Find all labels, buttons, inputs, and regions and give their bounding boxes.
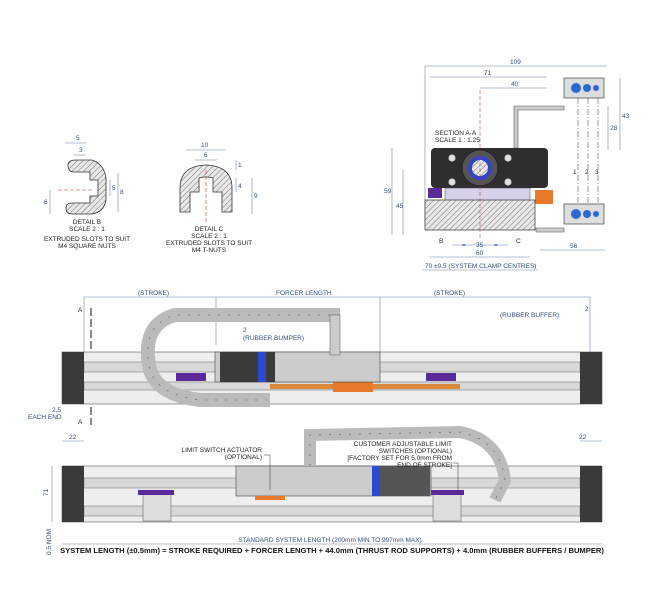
section-scale: SCALE 1 : 1.25 (435, 137, 480, 144)
detail-b-dim-5b: 5 (112, 185, 116, 192)
buffer-label: (RUBBER BUFFER) (500, 312, 559, 319)
limit-actuator-line-1: LIMIT SWITCH ACTUATOR (181, 447, 262, 454)
end-support-left-front (62, 466, 84, 522)
dim-71: 71 (484, 70, 492, 77)
limit-switch-line-4: END OF STROKE] (397, 462, 452, 469)
end-support-left (62, 352, 84, 404)
limit-switch-orange (535, 190, 553, 204)
limit-switch-line-2: SWITCHES (OPTIONAL) (379, 448, 452, 455)
end-value: 2.5 (52, 407, 61, 414)
limit-switch-line-3: [FACTORY SET FOR 5.0mm FROM (347, 455, 452, 462)
section-marker-top: A (78, 307, 83, 314)
detail-c-dim-10: 10 (201, 142, 209, 149)
detail-b-dim-3: 3 (79, 147, 83, 154)
system-length-formula: SYSTEM LENGTH (±0.5mm) = STROKE REQUIRED… (60, 546, 604, 555)
section-marker-bottom: A (78, 419, 83, 426)
dim-60: 60 (476, 250, 484, 257)
detail-c-dim-4: 4 (238, 183, 242, 190)
end-support-right (580, 352, 602, 404)
detail-b-scale: SCALE 2 : 1 (69, 226, 105, 233)
end-support-right-front (580, 466, 602, 522)
dim-28: 28 (610, 125, 618, 132)
dim-109: 109 (510, 59, 521, 66)
detail-b-dim-6: 6 (44, 199, 48, 206)
eq-right: = (494, 242, 498, 249)
detail-b-dim-5: 5 (76, 135, 80, 142)
cable-chain-top-view (140, 308, 340, 407)
detail-b-title: DETAIL B (73, 219, 101, 226)
bumper-label: (RUBBER BUMPER) (243, 335, 304, 342)
buffer-value: 2 (585, 306, 589, 313)
section-a-a: 109 71 40 43 28 59 45 SECTION A-A SCALE … (384, 59, 630, 271)
dim-35: 35 (476, 242, 484, 249)
limit-actuator-line-2: (OPTIONAL) (225, 454, 262, 461)
cable-1: 1 (573, 169, 577, 176)
detail-b-dim-8: 8 (120, 189, 124, 196)
end-label: EACH END (28, 414, 62, 421)
detail-b-note-1: EXTRUDED SLOTS TO SUIT (44, 236, 130, 243)
detail-c-profile (179, 164, 233, 213)
detail-c-scale: SCALE 2 : 1 (191, 233, 227, 240)
front-view: 22 22 71 0.5 NOM LIMIT SWITCH ACTUATOR (… (43, 425, 603, 555)
dim-40: 40 (511, 81, 519, 88)
dim-45: 45 (396, 203, 404, 210)
detail-b-note-2: M4 SQUARE NUTS (58, 243, 116, 250)
detail-b-profile (65, 159, 107, 215)
stroke-left-label: (STROKE) (138, 290, 169, 297)
detail-c: 10 6 1 4 9 DETAIL C SCALE 2 : 1 EXTRUDED… (166, 142, 258, 254)
standard-length-label: STANDARD SYSTEM LENGTH (200mm MIN TO 997… (238, 537, 421, 544)
detail-marker-c: C (516, 238, 521, 245)
limit-switch-line-1: CUSTOMER ADJUSTABLE LIMIT (354, 441, 452, 448)
section-title: SECTION A-A (435, 130, 477, 137)
detail-c-dim-1: 1 (238, 162, 242, 169)
eq-left: = (462, 242, 466, 249)
detail-c-dim-9: 9 (254, 193, 258, 200)
cable-3: 3 (595, 169, 599, 176)
forcer-length-label: FORCER LENGTH (276, 290, 332, 297)
detail-c-dim-6: 6 (204, 152, 208, 159)
nom-dim: 0.5 NOM (46, 529, 53, 555)
bumper-value: 2 (243, 327, 247, 334)
right-end-dim: 22 (579, 434, 587, 441)
left-end-dim: 22 (69, 434, 77, 441)
detail-c-note-2: M4 T-NUTS (192, 247, 227, 254)
clamp-centres: 70 ±0.5 (SYSTEM CLAMP CENTRES) (425, 263, 536, 270)
height-dim: 71 (43, 488, 50, 496)
top-view: (STROKE) FORCER LENGTH (STROKE) 2 (RUBBE… (28, 290, 603, 426)
detail-c-title: DETAIL C (195, 226, 224, 233)
detail-c-note-1: EXTRUDED SLOTS TO SUIT (166, 240, 252, 247)
dim-56: 56 (570, 243, 578, 250)
stroke-right-label: (STROKE) (434, 290, 465, 297)
cable-2: 2 (585, 169, 589, 176)
dim-43: 43 (622, 113, 630, 120)
detail-marker-b: B (439, 238, 443, 245)
dim-59: 59 (384, 188, 392, 195)
detail-b: 5 3 5 8 6 DETAIL B SCALE 2 : 1 EXTRUDED … (44, 135, 130, 250)
